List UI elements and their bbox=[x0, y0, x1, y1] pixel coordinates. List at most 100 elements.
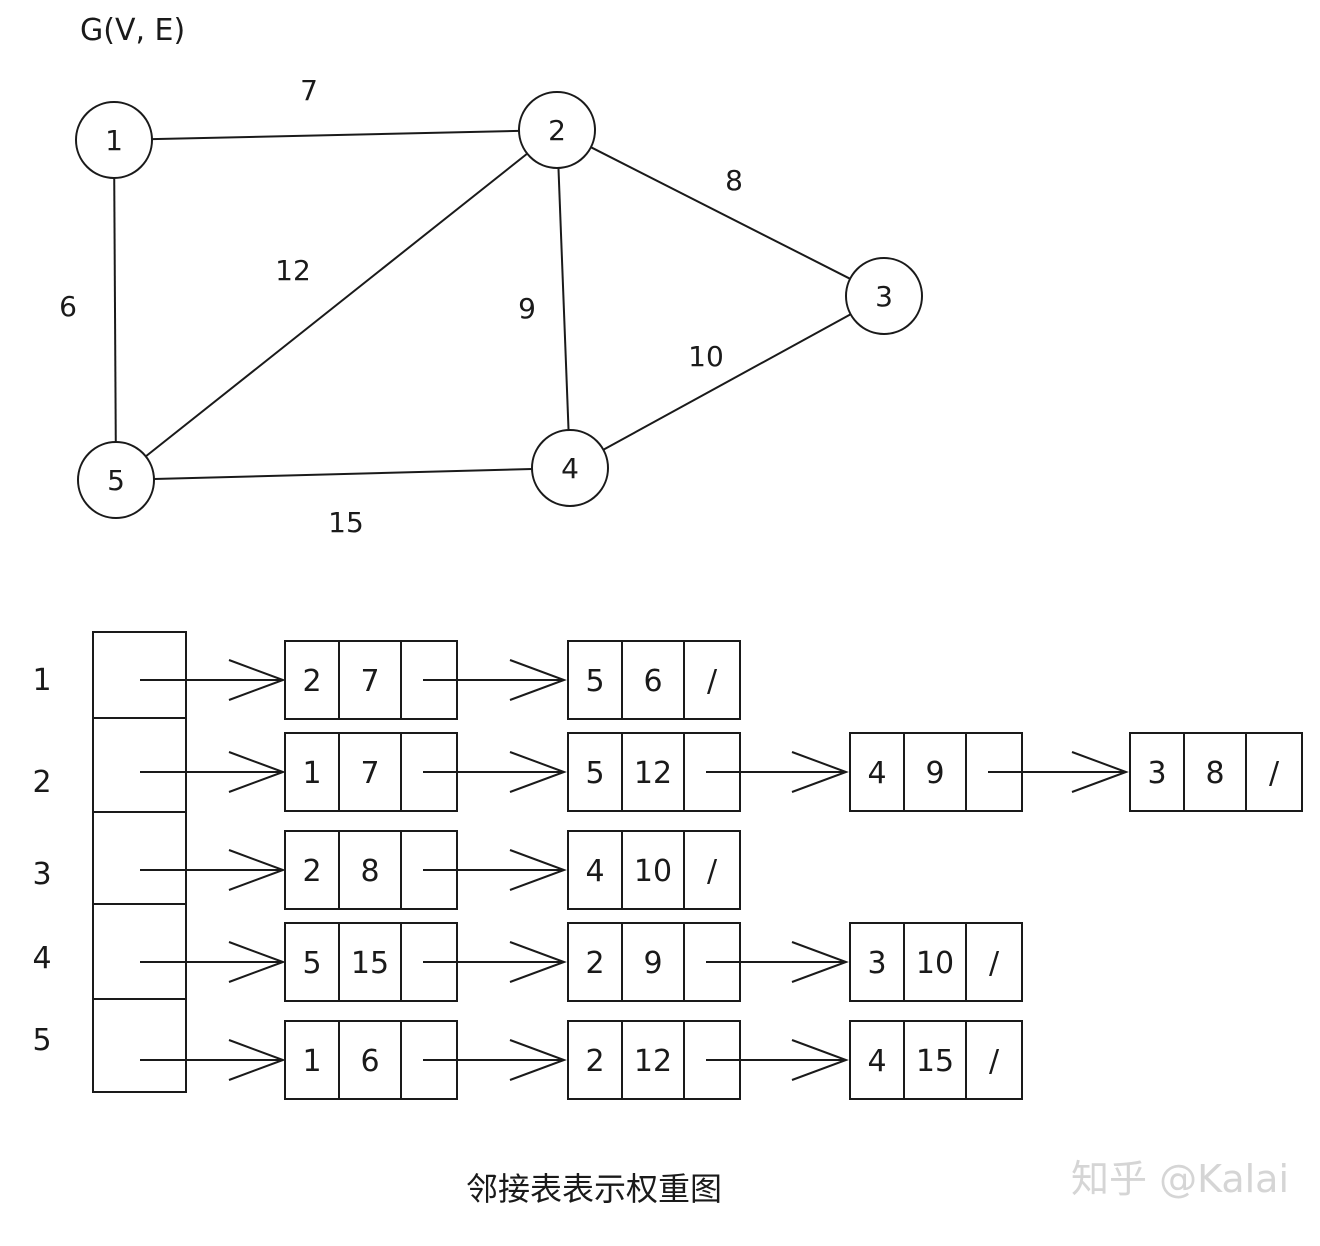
node-label: 1 bbox=[105, 124, 123, 157]
vertex-value: 5 bbox=[585, 756, 604, 791]
vertex-value: 4 bbox=[867, 1044, 886, 1079]
weight-value: 7 bbox=[360, 664, 379, 699]
weight-cell bbox=[621, 830, 685, 910]
null-pointer-mark: / bbox=[1269, 756, 1280, 791]
graph-node-1: 1 bbox=[75, 101, 153, 179]
pointer-arrow bbox=[423, 849, 567, 891]
pointer-arrow bbox=[140, 659, 286, 701]
arrow-head bbox=[1071, 751, 1129, 793]
vertex-value: 5 bbox=[302, 946, 321, 981]
null-pointer-mark: / bbox=[989, 1044, 1000, 1079]
weight-value: 15 bbox=[916, 1044, 954, 1079]
edge-weight-label: 10 bbox=[688, 340, 724, 373]
next-pointer-cell bbox=[683, 830, 741, 910]
vertex-value: 2 bbox=[302, 854, 321, 889]
node-circle bbox=[845, 257, 923, 335]
pointer-arrow bbox=[140, 849, 286, 891]
vertex-cell bbox=[849, 1020, 905, 1100]
arrow-head bbox=[228, 849, 286, 891]
pointer-arrow bbox=[706, 751, 849, 793]
vertex-value: 4 bbox=[585, 854, 604, 889]
edge-weight-label: 6 bbox=[59, 290, 77, 323]
vertex-index-label: 3 bbox=[32, 857, 51, 892]
node-label: 5 bbox=[107, 464, 125, 497]
pointer-arrow bbox=[706, 1039, 849, 1081]
pointer-arrow bbox=[140, 751, 286, 793]
vertex-value: 3 bbox=[867, 946, 886, 981]
vertex-value: 3 bbox=[1147, 756, 1166, 791]
vertex-value: 4 bbox=[867, 756, 886, 791]
vertex-cell bbox=[849, 732, 905, 812]
weight-value: 10 bbox=[634, 854, 672, 889]
arrow-head bbox=[509, 1039, 567, 1081]
edge-weight-label: 12 bbox=[275, 254, 311, 287]
arrow-head bbox=[228, 659, 286, 701]
node-circle bbox=[518, 91, 596, 169]
weight-value: 9 bbox=[643, 946, 662, 981]
weight-value: 7 bbox=[360, 756, 379, 791]
vertex-array bbox=[92, 631, 187, 1093]
weight-value: 6 bbox=[360, 1044, 379, 1079]
weight-value: 12 bbox=[634, 756, 672, 791]
edge-node: 4 15 / bbox=[849, 1020, 1023, 1100]
arrow-head bbox=[509, 849, 567, 891]
weight-cell bbox=[903, 732, 967, 812]
edge-3-4 bbox=[602, 313, 852, 451]
weight-value: 8 bbox=[1205, 756, 1224, 791]
pointer-arrow bbox=[423, 751, 567, 793]
pointer-arrow bbox=[706, 941, 849, 983]
vertex-value: 2 bbox=[585, 1044, 604, 1079]
weight-cell bbox=[338, 640, 402, 720]
graph-title: G(V, E) bbox=[80, 13, 185, 48]
pointer-arrow bbox=[988, 751, 1129, 793]
arrow-head bbox=[228, 1039, 286, 1081]
weight-value: 15 bbox=[351, 946, 389, 981]
edge-2-3 bbox=[590, 146, 851, 280]
edge-1-2 bbox=[151, 129, 520, 141]
arrow-head bbox=[509, 941, 567, 983]
node-label: 2 bbox=[548, 114, 566, 147]
node-circle bbox=[531, 429, 609, 507]
weight-cell bbox=[621, 922, 685, 1002]
edge-5-4 bbox=[153, 468, 533, 480]
vertex-value: 2 bbox=[302, 664, 321, 699]
pointer-arrow bbox=[423, 1039, 567, 1081]
node-label: 3 bbox=[875, 280, 893, 313]
vertex-cell bbox=[567, 1020, 623, 1100]
vertex-cell bbox=[567, 732, 623, 812]
diagram-caption: 邻接表表示权重图 bbox=[466, 1170, 722, 1208]
graph-node-2: 2 bbox=[518, 91, 596, 169]
edge-weight-label: 9 bbox=[518, 292, 536, 325]
vertex-value: 1 bbox=[302, 756, 321, 791]
vertex-index-label: 4 bbox=[32, 941, 51, 976]
arrow-head bbox=[228, 941, 286, 983]
next-pointer-cell bbox=[1245, 732, 1303, 812]
node-circle bbox=[77, 441, 155, 519]
arrow-head bbox=[228, 751, 286, 793]
arrow-head bbox=[791, 1039, 849, 1081]
arrow-head bbox=[509, 751, 567, 793]
vertex-cell bbox=[567, 640, 623, 720]
weight-cell bbox=[903, 922, 967, 1002]
weight-cell bbox=[338, 732, 402, 812]
pointer-arrow bbox=[423, 941, 567, 983]
weight-cell bbox=[621, 1020, 685, 1100]
next-pointer-cell bbox=[965, 922, 1023, 1002]
weight-value: 9 bbox=[925, 756, 944, 791]
vertex-value: 2 bbox=[585, 946, 604, 981]
watermark: 知乎 @Kalai bbox=[1071, 1157, 1289, 1201]
weight-cell bbox=[338, 1020, 402, 1100]
